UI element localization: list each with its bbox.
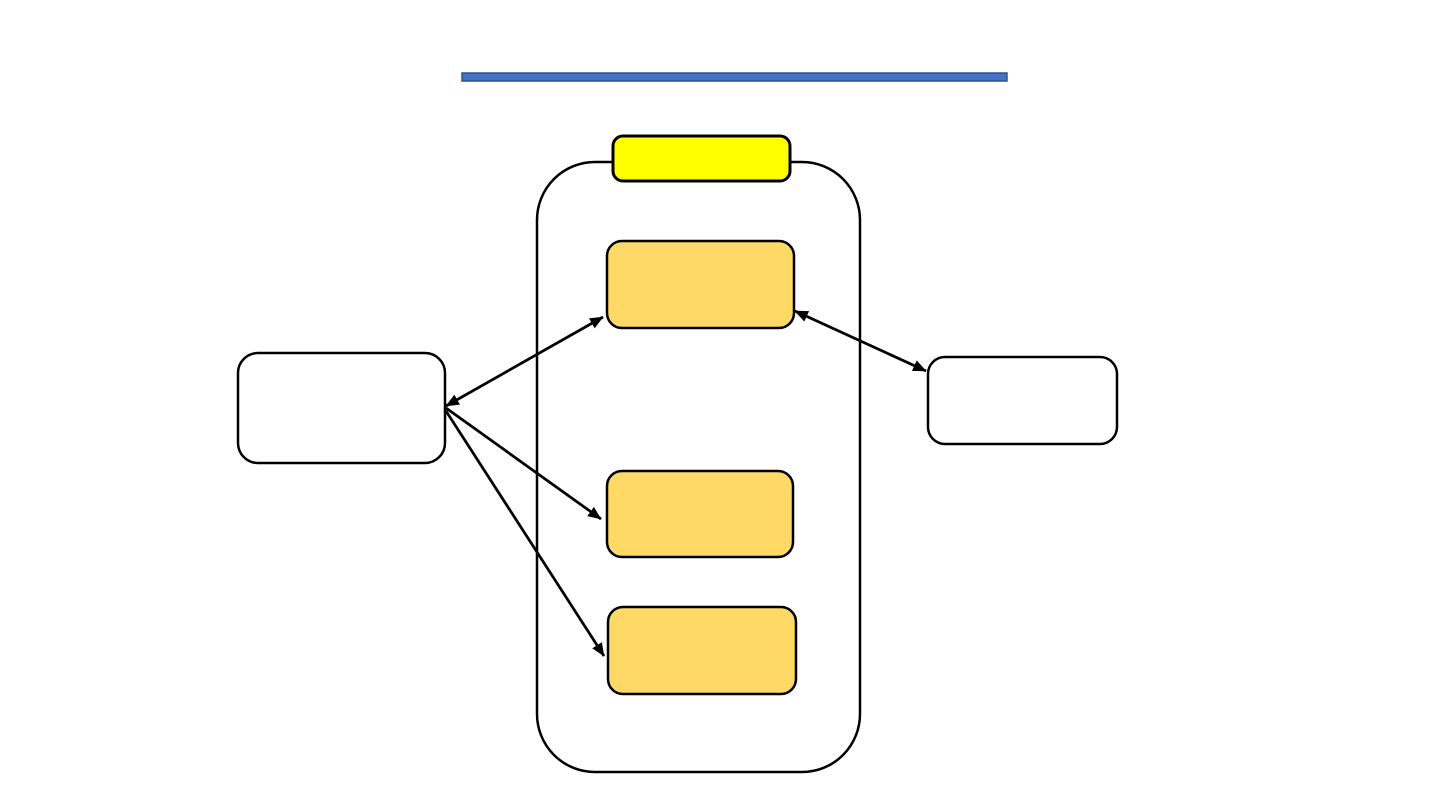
stage-box-1	[605, 239, 796, 330]
header-box	[611, 134, 792, 183]
stage-box-2	[605, 469, 795, 559]
left-box	[236, 351, 447, 465]
connector-left-box-stage-2	[445, 406, 602, 521]
stage-box-3	[606, 605, 798, 696]
connector-left-box-stage-1	[445, 315, 604, 408]
connector-left-box-stage-3	[444, 410, 606, 657]
right-box	[926, 355, 1119, 446]
connector-stage-1-right-box	[794, 309, 927, 373]
title-underline-rule	[461, 72, 1008, 82]
